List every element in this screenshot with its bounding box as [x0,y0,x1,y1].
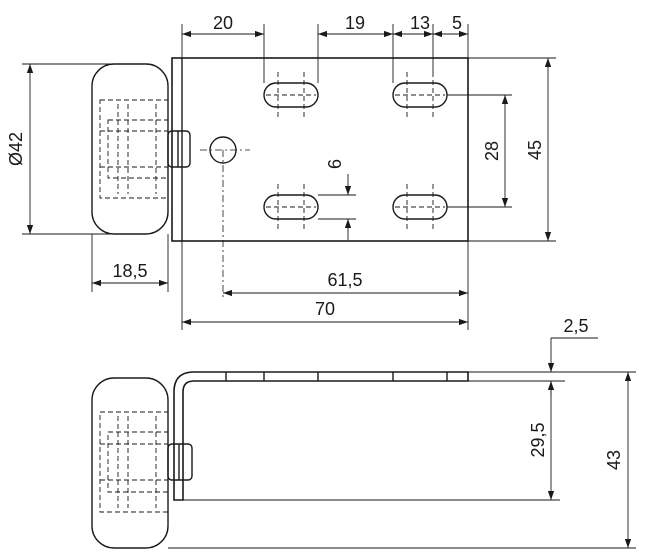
slot-top-right [392,72,448,118]
dim-18-5-label: 18,5 [112,261,147,281]
top-view: 20 19 13 5 45 28 6 [6,13,556,330]
dim-43-label: 43 [604,450,624,470]
dim-45-label: 45 [525,140,545,160]
side-view: 2,5 29,5 43 [91,316,636,549]
dim-70 [181,241,468,330]
axle-nut-top [167,130,191,168]
slot-top-left [263,72,319,118]
dim-2-5-label: 2,5 [563,316,588,336]
wheel-outline-top [91,63,169,235]
bracket-profile [173,371,469,501]
dim-29-5 [183,381,560,501]
dim-45 [468,57,556,242]
slot-bottom-left [263,184,319,230]
dim-5-label: 5 [452,13,462,33]
dim-top-chain [181,24,469,83]
wheel-outline-side [91,377,169,549]
dim-42 [22,63,118,235]
dim-13-label: 13 [410,13,430,33]
wheel-hub-hidden-side [99,411,169,513]
slot-bottom-right [392,184,448,230]
flange-slot-marks [225,372,448,381]
dim-61-5 [222,150,469,330]
dim-42-label: Ø42 [6,132,26,166]
dim-6-label: 6 [325,159,345,169]
dim-28-label: 28 [482,141,502,161]
dim-61-5-label: 61,5 [327,270,362,290]
dim-29-5-label: 29,5 [528,422,548,457]
dim-18-5 [91,234,169,292]
dim-19-label: 19 [345,13,365,33]
dim-43 [168,371,636,549]
axle-nut-side [167,443,193,481]
dim-6 [318,174,356,240]
dim-20-label: 20 [213,13,233,33]
dim-70-label: 70 [315,299,335,319]
dim-2-5 [468,337,598,396]
mounting-plate [171,57,469,242]
dim-28 [447,94,512,208]
wheel-hub-hidden-top [99,99,169,199]
